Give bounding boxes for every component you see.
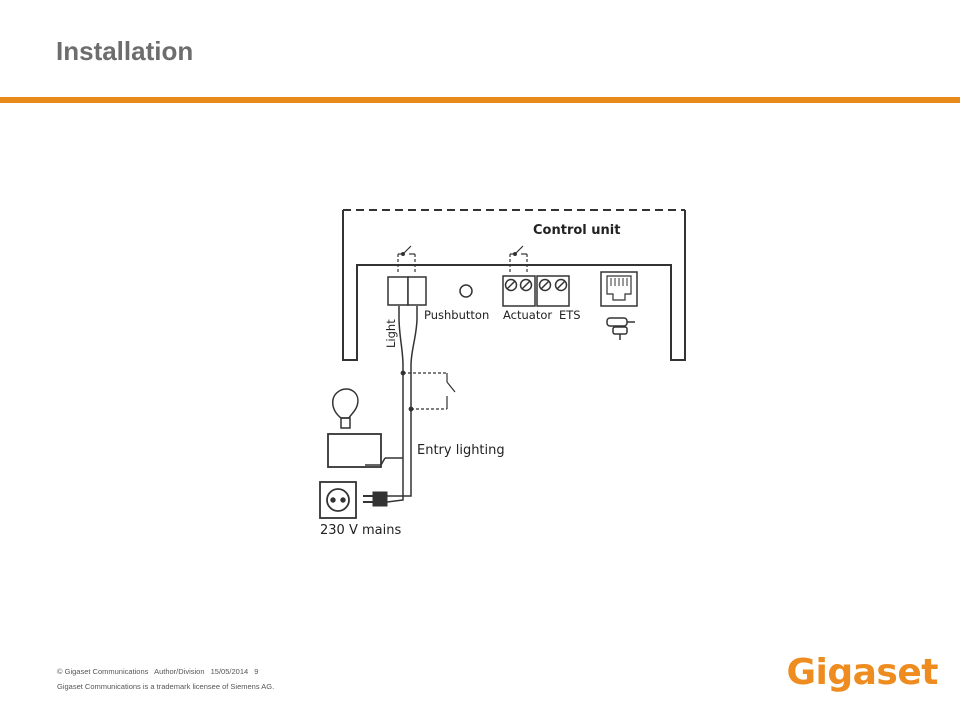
- light-cable: [386, 306, 418, 503]
- actuator-relay-contact: [509, 245, 528, 272]
- light-bulb-icon: [332, 388, 359, 429]
- lamp-transformer: [327, 433, 382, 468]
- light-terminal: [387, 276, 427, 306]
- network-jack-icon: [600, 271, 638, 307]
- mains-plug-icon: [363, 491, 388, 507]
- accent-bar: [0, 97, 960, 103]
- control-unit-label: Control unit: [533, 223, 620, 238]
- pushbutton-label: Pushbutton: [424, 308, 489, 322]
- screw-terminals: [502, 275, 570, 307]
- actuator-label: Actuator: [503, 308, 552, 322]
- ets-label: ETS: [559, 308, 581, 322]
- footer-meta: © Gigaset Communications Author/Division…: [57, 667, 262, 676]
- control-unit-housing: [342, 209, 686, 361]
- footer-copyright: © Gigaset Communications: [57, 667, 149, 676]
- footer-date: 15/05/2014: [210, 667, 249, 676]
- wiring-diagram: Control unit: [319, 209, 686, 538]
- network-plug-icon: [606, 317, 635, 340]
- pushbutton-circle: [459, 284, 473, 298]
- slide-title: Installation: [56, 36, 194, 66]
- footer-trademark: Gigaset Communications is a trademark li…: [57, 682, 275, 691]
- gigaset-logo: Gigaset: [786, 652, 938, 693]
- mains-socket: [319, 481, 357, 519]
- footer-page-number: 9: [254, 667, 259, 676]
- entry-lighting-switch: [400, 370, 456, 412]
- mains-label: 230 V mains: [320, 523, 401, 538]
- light-label: Light: [384, 319, 398, 348]
- footer-author: Author/Division: [154, 667, 205, 676]
- lamp-wiring: [365, 457, 403, 466]
- light-relay-contact: [397, 245, 416, 272]
- entry-lighting-label: Entry lighting: [417, 443, 505, 458]
